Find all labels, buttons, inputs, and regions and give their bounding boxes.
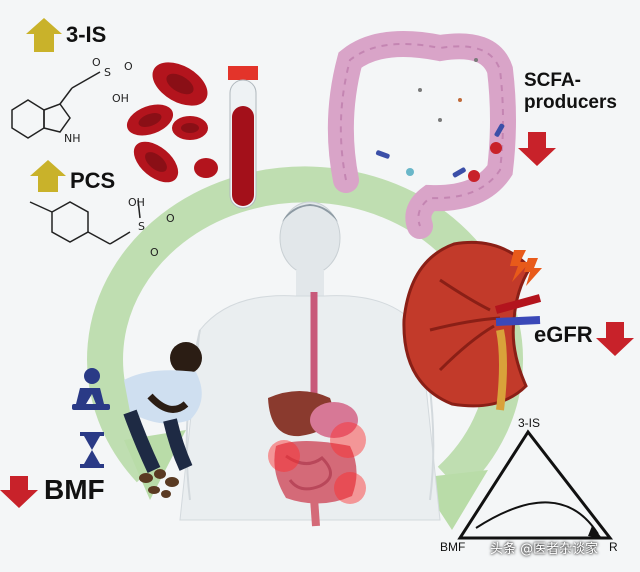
chem-o-top: O bbox=[92, 56, 101, 69]
hourglass-icon bbox=[80, 432, 104, 468]
down-arrow-icon bbox=[596, 322, 634, 356]
blood-cells bbox=[126, 62, 218, 183]
watermark: 头条 @医者杂谈家 bbox=[490, 542, 599, 557]
up-arrow-icon bbox=[26, 18, 62, 52]
lightning-icon bbox=[510, 250, 542, 286]
label-3-is: 3-IS bbox=[66, 22, 107, 47]
kidney bbox=[402, 240, 542, 411]
chem-s-top: S bbox=[104, 66, 111, 79]
label-scfa-producers: SCFA- producers bbox=[524, 70, 617, 114]
label-scfa-line1: SCFA- bbox=[524, 70, 581, 91]
up-arrow-icon bbox=[30, 160, 66, 192]
label-bmf: BMF bbox=[44, 474, 105, 505]
indoxyl-sulfate-structure bbox=[11, 71, 101, 139]
chem-o-right: O bbox=[124, 60, 133, 73]
chem-o-bottom: O bbox=[150, 246, 159, 259]
triangle-label-bottom-right: R bbox=[609, 540, 618, 554]
triangle-diagram bbox=[457, 429, 614, 540]
chem-o-bottom-right: O bbox=[166, 212, 175, 225]
label-scfa-line2: producers bbox=[524, 92, 617, 113]
colon bbox=[327, 31, 516, 239]
down-arrow-icon bbox=[518, 132, 556, 166]
triangle-label-bottom-left: BMF bbox=[440, 540, 466, 554]
person-stomach-ache bbox=[123, 342, 202, 473]
stool-icon bbox=[139, 469, 179, 498]
digestive-organs bbox=[268, 292, 366, 527]
test-tube-icon bbox=[228, 66, 258, 209]
label-pcs: PCS bbox=[70, 168, 116, 193]
chem-oh-top: OH bbox=[112, 92, 129, 105]
chem-s-bottom: S bbox=[138, 220, 145, 233]
chem-nh: NH bbox=[64, 132, 81, 145]
chem-oh-bottom: OH bbox=[128, 196, 145, 209]
label-egfr: eGFR bbox=[534, 322, 593, 347]
p-cresyl-sulfate-structure bbox=[29, 199, 141, 245]
down-arrow-icon bbox=[0, 476, 38, 508]
person-crouching-icon bbox=[72, 368, 110, 410]
triangle-label-top: 3-IS bbox=[518, 416, 541, 430]
